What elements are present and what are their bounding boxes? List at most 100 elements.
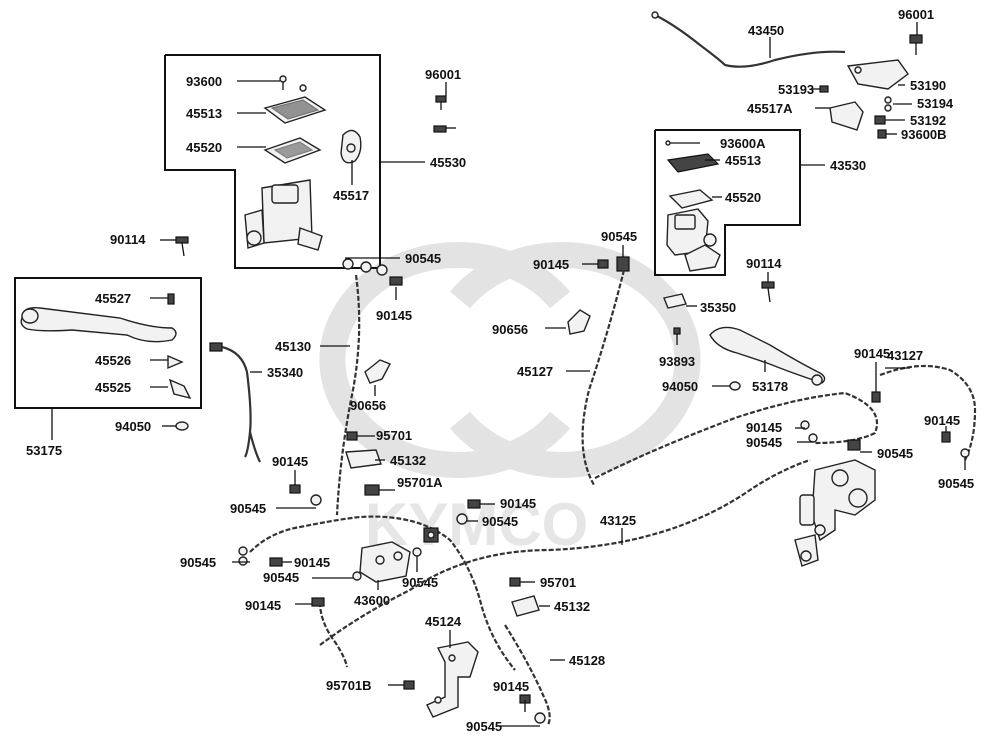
label-95701A: 95701A <box>397 475 443 490</box>
bracket-45124 <box>426 630 479 718</box>
label-90145-right-mid: 90145 <box>854 346 890 361</box>
label-53178: 53178 <box>752 379 788 394</box>
label-90545-bottom: 90545 <box>466 719 502 734</box>
hose-left-loop <box>249 515 516 671</box>
pin-93893 <box>673 327 681 345</box>
label-53190: 53190 <box>910 78 946 93</box>
label-45520: 45520 <box>186 140 222 155</box>
bolt-95701B <box>388 680 415 690</box>
hose-43127-a <box>594 391 878 479</box>
valve-43600 <box>359 527 439 590</box>
label-90145-left: 90145 <box>272 454 308 469</box>
label-53175: 53175 <box>26 443 62 458</box>
label-45525: 45525 <box>95 380 131 395</box>
label-45132: 45132 <box>390 453 426 468</box>
label-94050-right: 94050 <box>662 379 698 394</box>
fittings-right-top <box>582 245 630 272</box>
label-45527: 45527 <box>95 291 131 306</box>
label-90545-far-right: 90545 <box>938 476 974 491</box>
label-93600A: 93600A <box>720 136 766 151</box>
label-90114-right: 90114 <box>746 256 782 271</box>
clip-90656-right <box>545 309 591 335</box>
label-45526: 45526 <box>95 353 131 368</box>
box-45530 <box>164 54 381 269</box>
label-45128: 45128 <box>569 653 605 668</box>
hose-45128 <box>504 624 551 726</box>
bolt-96001-left <box>433 82 456 133</box>
fittings-center <box>456 499 495 525</box>
label-93600B: 93600B <box>901 127 947 142</box>
nut-94050-left <box>162 421 189 431</box>
nut-94050-right <box>712 381 741 391</box>
label-90545-top: 90545 <box>405 251 441 266</box>
label-43530: 43530 <box>830 158 866 173</box>
label-90145-bottom: 90145 <box>493 679 529 694</box>
label-53192: 53192 <box>910 113 946 128</box>
label-95701-right: 95701 <box>540 575 576 590</box>
throttle-cable-43450 <box>651 11 846 68</box>
label-43125: 43125 <box>600 513 636 528</box>
brake-lever-right <box>709 326 826 386</box>
label-43127: 43127 <box>887 348 923 363</box>
label-90545-right-top: 90545 <box>601 229 637 244</box>
brake-lever-left <box>20 293 192 400</box>
brake-caliper-right <box>794 459 876 567</box>
label-94050-left: 94050 <box>115 419 151 434</box>
label-43450: 43450 <box>748 23 784 38</box>
label-90145-right-top: 90145 <box>533 257 569 272</box>
label-96001-right: 96001 <box>898 7 934 22</box>
hose-45130 <box>335 274 361 516</box>
label-35350: 35350 <box>700 300 736 315</box>
fittings-center-right <box>509 577 550 617</box>
label-43600: 43600 <box>354 593 390 608</box>
banjo-fittings-left-top <box>342 257 403 300</box>
label-35340: 35340 <box>267 365 303 380</box>
label-90545-right-lower: 90545 <box>877 446 913 461</box>
label-45132-right: 45132 <box>554 599 590 614</box>
clip-90656-left <box>364 359 391 396</box>
switch-35350 <box>663 293 697 309</box>
bolt-96001-right <box>909 22 923 55</box>
label-95701B: 95701B <box>326 678 372 693</box>
bolt-90114-right <box>761 272 775 303</box>
fittings-center-left <box>276 431 395 509</box>
hose-left-lower <box>318 601 349 668</box>
label-90545-right: 90545 <box>746 435 782 450</box>
label-90656-left: 90656 <box>350 398 386 413</box>
hose-43127-b <box>879 364 977 461</box>
hose-43125 <box>319 458 811 646</box>
label-90545-left: 90545 <box>230 501 266 516</box>
label-45513: 45513 <box>186 106 222 121</box>
label-90545-lower-left: 90545 <box>180 555 216 570</box>
label-45513-right: 45513 <box>725 153 761 168</box>
label-45124: 45124 <box>425 614 462 629</box>
label-90545-center: 90545 <box>482 514 518 529</box>
label-53193: 53193 <box>778 82 814 97</box>
label-93600: 93600 <box>186 74 222 89</box>
label-45520-right: 45520 <box>725 190 761 205</box>
label-90114-left: 90114 <box>110 232 146 247</box>
box-53175 <box>14 277 202 409</box>
label-90545-block: 90545 <box>402 575 438 590</box>
box-43530 <box>654 129 801 276</box>
watermark-arc-right <box>450 242 701 478</box>
label-45127: 45127 <box>517 364 553 379</box>
fittings-right-mid <box>795 362 970 470</box>
fittings-lower-left <box>232 546 422 607</box>
label-90145-right: 90145 <box>746 420 782 435</box>
clutch-bracket-53190 <box>812 59 912 139</box>
label-45517A: 45517A <box>747 101 793 116</box>
master-cylinder-left-parts <box>244 75 362 251</box>
label-90656-right: 90656 <box>492 322 528 337</box>
bolt-90114-left <box>160 236 189 257</box>
leader-lines-box1 <box>237 80 425 185</box>
label-90145-lower: 90145 <box>294 555 330 570</box>
label-45530: 45530 <box>430 155 466 170</box>
label-96001-left: 96001 <box>425 67 461 82</box>
label-45517: 45517 <box>333 188 369 203</box>
label-90545-lower: 90545 <box>263 570 299 585</box>
label-95701: 95701 <box>376 428 412 443</box>
master-cylinder-right-parts <box>665 140 721 272</box>
label-53194: 53194 <box>917 96 954 111</box>
